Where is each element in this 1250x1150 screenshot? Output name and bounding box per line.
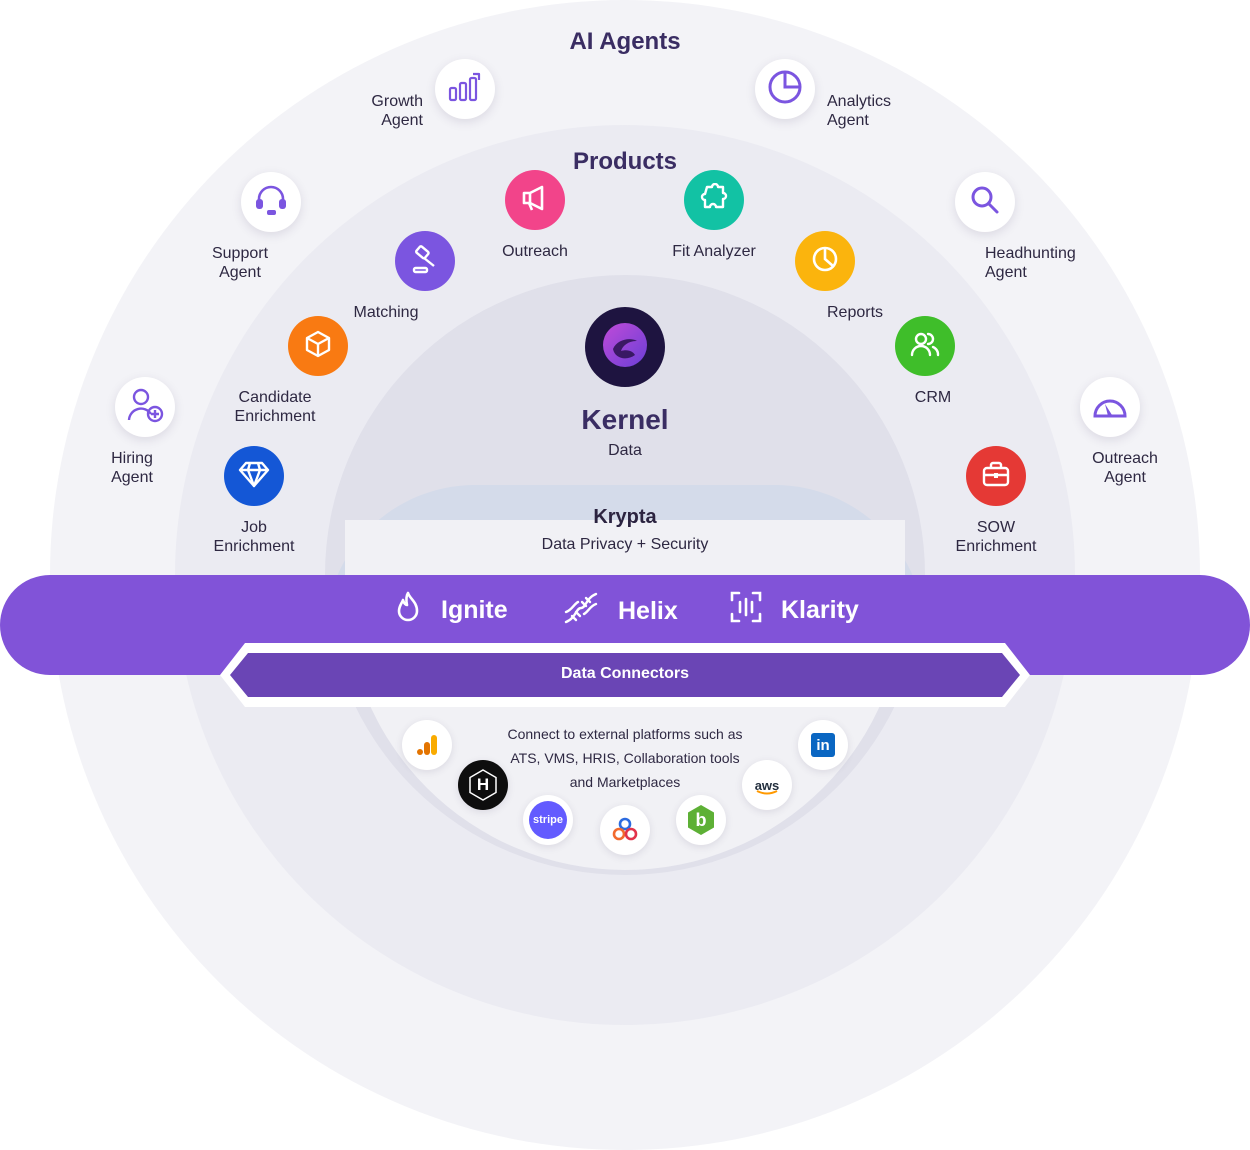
platform-helix[interactable]: Helix xyxy=(562,590,678,633)
krypta-title: Krypta xyxy=(593,506,657,528)
product-outreach-label: Outreach xyxy=(502,243,568,260)
data-connectors-band xyxy=(230,653,1020,697)
product-sow-enrichment[interactable] xyxy=(966,446,1026,506)
agent-outreach-label: Outreach Agent xyxy=(1092,450,1158,486)
agent-analytics-label: Analytics Agent xyxy=(827,93,892,129)
briefcase-icon xyxy=(981,460,1011,493)
product-fit-analyzer[interactable] xyxy=(684,170,744,230)
data-connectors-description: Connect to external platforms such as AT… xyxy=(507,726,743,790)
flame-icon xyxy=(393,590,423,631)
product-fit-analyzer-label: Fit Analyzer xyxy=(672,243,756,260)
puzzle-icon xyxy=(699,182,729,218)
platform-ignite-label: Ignite xyxy=(441,596,508,624)
platform-klarity[interactable]: Klarity xyxy=(729,590,859,631)
aws-text: aws xyxy=(754,777,780,793)
product-crm[interactable] xyxy=(895,316,955,376)
product-crm-label: CRM xyxy=(914,389,952,406)
headset-icon xyxy=(254,184,288,221)
product-matching-label: Matching xyxy=(353,304,419,321)
agent-growth-label: Growth Agent xyxy=(371,93,423,129)
google-analytics-icon[interactable] xyxy=(402,720,452,770)
agent-hiring[interactable] xyxy=(115,377,175,437)
agent-growth[interactable] xyxy=(435,59,495,119)
kernel-title: Kernel xyxy=(581,404,669,435)
diamond-icon xyxy=(238,460,270,493)
krypta-subtitle: Data Privacy + Security xyxy=(541,536,709,553)
gauge-icon xyxy=(1091,390,1129,425)
agent-headhunting[interactable] xyxy=(955,172,1015,232)
search-icon xyxy=(969,184,1001,221)
agent-hiring-label: Hiring Agent xyxy=(111,450,153,486)
product-outreach[interactable] xyxy=(505,170,565,230)
product-matching[interactable] xyxy=(395,231,455,291)
agent-headhunting-label: Headhunting Agent xyxy=(985,245,1076,281)
users-icon xyxy=(909,330,941,363)
megaphone-icon xyxy=(520,184,550,217)
agent-analytics[interactable] xyxy=(755,59,815,119)
linkedin-text: in xyxy=(816,736,830,754)
kernel-logo-icon xyxy=(599,319,651,376)
platform-helix-label: Helix xyxy=(618,597,678,625)
data-connectors-title: Data Connectors xyxy=(560,665,690,682)
aws-icon[interactable]: aws xyxy=(742,760,792,810)
hackerrank-icon[interactable]: H xyxy=(458,760,508,810)
hackerrank-text: H xyxy=(476,775,490,794)
kernel-logo[interactable] xyxy=(585,307,665,387)
product-job-enrichment[interactable] xyxy=(224,446,284,506)
product-job-enrichment-label: Job Enrichment xyxy=(213,519,295,555)
pie-chart-icon xyxy=(767,69,803,110)
bullhorn-text: b xyxy=(695,809,707,830)
gavel-icon xyxy=(410,244,440,279)
product-sow-enrichment-label: SOW Enrichment xyxy=(955,519,1037,555)
linkedin-icon[interactable]: in xyxy=(798,720,848,770)
report-pie-icon xyxy=(810,244,840,279)
product-reports[interactable] xyxy=(795,231,855,291)
ai-agents-title: AI Agents xyxy=(569,28,681,55)
platform-ignite[interactable]: Ignite xyxy=(393,590,508,631)
agent-support-label: Support Agent xyxy=(211,245,269,281)
agent-outreach[interactable] xyxy=(1080,377,1140,437)
products-title: Products xyxy=(572,148,678,175)
product-outreach-circle xyxy=(505,170,565,230)
kernel-subtitle: Data xyxy=(608,442,642,459)
product-candidate-enrichment-label: Candidate Enrichment xyxy=(234,389,316,425)
user-add-icon xyxy=(126,387,164,428)
dna-icon xyxy=(562,590,600,633)
product-candidate-enrichment[interactable] xyxy=(288,316,348,376)
scan-icon xyxy=(729,590,763,631)
platform-klarity-label: Klarity xyxy=(781,596,859,624)
bullhorn-icon[interactable]: b xyxy=(676,795,726,845)
circles-icon[interactable] xyxy=(600,805,650,855)
agent-support[interactable] xyxy=(241,172,301,232)
stripe-text: stripe xyxy=(533,814,563,826)
box-icon xyxy=(303,329,333,364)
stripe-icon[interactable]: stripe xyxy=(523,795,573,845)
growth-chart-icon xyxy=(448,72,482,107)
product-reports-label: Reports xyxy=(826,304,884,321)
